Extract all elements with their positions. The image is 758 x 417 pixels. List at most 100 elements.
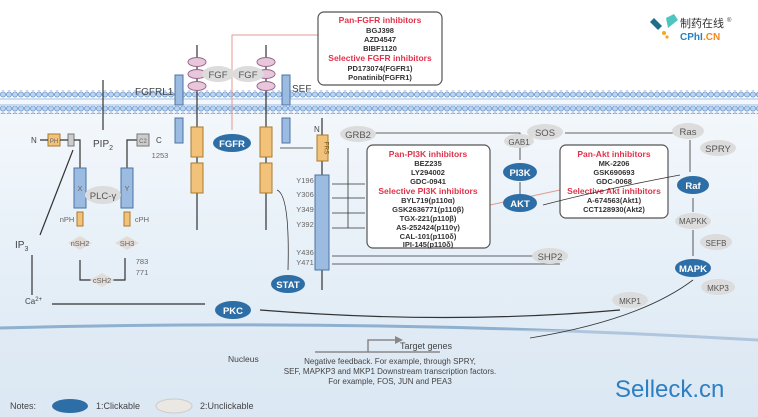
- nucleus-label: Nucleus: [228, 354, 259, 364]
- inhibitor-link[interactable]: GSK2636771(p110β): [392, 205, 464, 214]
- svg-text:MAPK: MAPK: [679, 264, 707, 275]
- inhibitor-link[interactable]: GDC-0941: [410, 177, 446, 186]
- node-fgf-2: FGF: [232, 66, 264, 82]
- svg-text:1:Clickable: 1:Clickable: [96, 401, 140, 411]
- node-raf[interactable]: Raf: [677, 176, 709, 194]
- inhibitor-link[interactable]: LY294002: [411, 168, 445, 177]
- inhibitor-link[interactable]: PD173074(FGFR1): [347, 64, 413, 73]
- legend-clickable-swatch: [52, 399, 88, 413]
- fgfr-receptor-left: [187, 45, 207, 230]
- svg-text:Y436: Y436: [296, 248, 314, 257]
- feedback-text: For example, FOS, JUN and PEA3: [328, 377, 452, 386]
- node-mapk[interactable]: MAPK: [675, 259, 711, 277]
- svg-text:nPH: nPH: [60, 215, 75, 224]
- node-fgfr[interactable]: FGFR: [213, 134, 251, 152]
- svg-text:FGFR: FGFR: [219, 139, 245, 150]
- fgfrl1-label: FGFRL1: [135, 87, 174, 98]
- svg-text:FGF: FGF: [209, 70, 228, 81]
- node-shp2: SHP2: [532, 248, 568, 264]
- node-grb2: GRB2: [340, 126, 376, 142]
- node-akt[interactable]: AKT: [503, 194, 537, 212]
- svg-text:Raf: Raf: [685, 181, 701, 192]
- inhibitor-heading: Pan-PI3K inhibitors: [389, 149, 468, 159]
- inhibitor-link[interactable]: IPI-145(p110δ): [403, 240, 454, 249]
- svg-text:STAT: STAT: [276, 280, 300, 291]
- svg-text:Ras: Ras: [680, 127, 697, 138]
- node-pkc[interactable]: PKC: [215, 301, 251, 319]
- svg-text:783: 783: [136, 257, 149, 266]
- cell-membrane: [0, 90, 758, 114]
- svg-text:GAB1: GAB1: [508, 138, 530, 147]
- inhibitor-link[interactable]: BEZ235: [414, 159, 442, 168]
- sef-label: SEF: [292, 84, 311, 95]
- gene-promoter-arrow: [315, 339, 440, 353]
- cphi-logo: 制药在线 ® CPhI .CN: [650, 14, 732, 43]
- akt-inhibitors-box[interactable]: Pan-Akt inhibitors MK-2206 GSK690693 GDC…: [559, 144, 669, 219]
- node-pi3k[interactable]: PI3K: [503, 163, 537, 181]
- legend-unclickable-swatch: [155, 398, 193, 414]
- inhibitor-link[interactable]: BGJ398: [366, 26, 394, 35]
- svg-text:MAPKK: MAPKK: [679, 217, 708, 226]
- inhibitor-link[interactable]: Ponatinib(FGFR1): [348, 73, 412, 82]
- inhibitor-heading: Selective Akt inhibitors: [567, 186, 661, 196]
- node-gab1: GAB1: [504, 134, 534, 148]
- node-stat[interactable]: STAT: [271, 275, 305, 293]
- svg-text:C2: C2: [139, 139, 147, 145]
- svg-text:.CN: .CN: [703, 32, 720, 43]
- inhibitor-link[interactable]: BIBF1120: [363, 44, 397, 53]
- frs-ptb-domain: [316, 134, 329, 162]
- calcium-label: Ca2+: [25, 297, 43, 306]
- node-spry: SPRY: [700, 140, 736, 156]
- svg-text:Y196: Y196: [296, 176, 314, 185]
- inhibitor-link[interactable]: CAL-101(p110δ): [400, 232, 457, 241]
- pip2-label: PIP2: [93, 139, 113, 152]
- svg-text:SEFB: SEFB: [706, 239, 727, 248]
- svg-text:制药在线: 制药在线: [680, 16, 724, 30]
- pi3k-inhibitors-box[interactable]: Pan-PI3K inhibitors BEZ235 LY294002 GDC-…: [366, 144, 491, 249]
- node-ras: Ras: [672, 123, 704, 139]
- svg-text:2:Unclickable: 2:Unclickable: [200, 401, 254, 411]
- frs2-scaffold: [314, 174, 330, 271]
- svg-text:®: ®: [727, 17, 732, 24]
- svg-text:N: N: [31, 136, 37, 145]
- svg-text:Y349: Y349: [296, 205, 314, 214]
- inhibitor-heading: Selective FGFR inhibitors: [328, 53, 432, 63]
- svg-text:SH3: SH3: [120, 239, 135, 248]
- svg-text:SOS: SOS: [535, 128, 555, 139]
- selleck-brand: Selleck.cn: [615, 376, 724, 403]
- svg-text:cSH2: cSH2: [93, 276, 111, 285]
- node-fgf-1: FGF: [202, 66, 234, 82]
- inhibitor-link[interactable]: MK-2206: [599, 159, 630, 168]
- plc-gamma-structure: N PH X Y nPH cPH nSH2 SH3 cSH2 783 771 C…: [31, 133, 168, 287]
- svg-text:X: X: [77, 184, 82, 193]
- ip3-label: IP3: [15, 240, 28, 253]
- inhibitor-link[interactable]: AZD4547: [364, 35, 396, 44]
- svg-text:Y306: Y306: [296, 190, 314, 199]
- fgfrl1-receptor: [174, 74, 184, 106]
- inhibitor-heading: Pan-Akt inhibitors: [577, 149, 650, 159]
- inhibitor-link[interactable]: AS-252424(p110γ): [396, 223, 460, 232]
- inhibitor-link[interactable]: CCT128930(Akt2): [583, 205, 645, 214]
- svg-text:SHP2: SHP2: [538, 252, 563, 263]
- svg-text:MKP1: MKP1: [619, 297, 641, 306]
- svg-text:GRB2: GRB2: [345, 130, 371, 141]
- inhibitor-heading: Pan-FGFR inhibitors: [339, 15, 422, 25]
- node-plc-gamma: PLC-γ: [85, 186, 121, 204]
- inhibitor-heading: Selective PI3K inhibitors: [378, 186, 477, 196]
- node-mkp3: MKP3: [701, 279, 735, 295]
- svg-text:FGF: FGF: [239, 70, 258, 81]
- feedback-text: SEF, MAPKP3 and MKP1 Downstream transcri…: [284, 367, 497, 376]
- inhibitor-link[interactable]: GSK690693: [593, 168, 634, 177]
- svg-text:PH: PH: [50, 139, 58, 145]
- node-sos: SOS: [527, 124, 563, 140]
- inhibitor-link[interactable]: A-674563(Akt1): [587, 196, 642, 205]
- inhibitor-link[interactable]: GDC-0068: [596, 177, 632, 186]
- svg-text:SPRY: SPRY: [705, 144, 731, 155]
- svg-text:CPhI: CPhI: [680, 32, 703, 43]
- inhibitor-link[interactable]: BYL719(p110α): [401, 196, 455, 205]
- inhibitor-link[interactable]: TGX-221(p110β): [400, 214, 457, 223]
- fgfr-inhibitors-box[interactable]: Pan-FGFR inhibitors BGJ398 AZD4547 BIBF1…: [317, 11, 443, 86]
- svg-text:C: C: [156, 136, 162, 145]
- feedback-text: Negative feedback. For example, through …: [304, 357, 476, 366]
